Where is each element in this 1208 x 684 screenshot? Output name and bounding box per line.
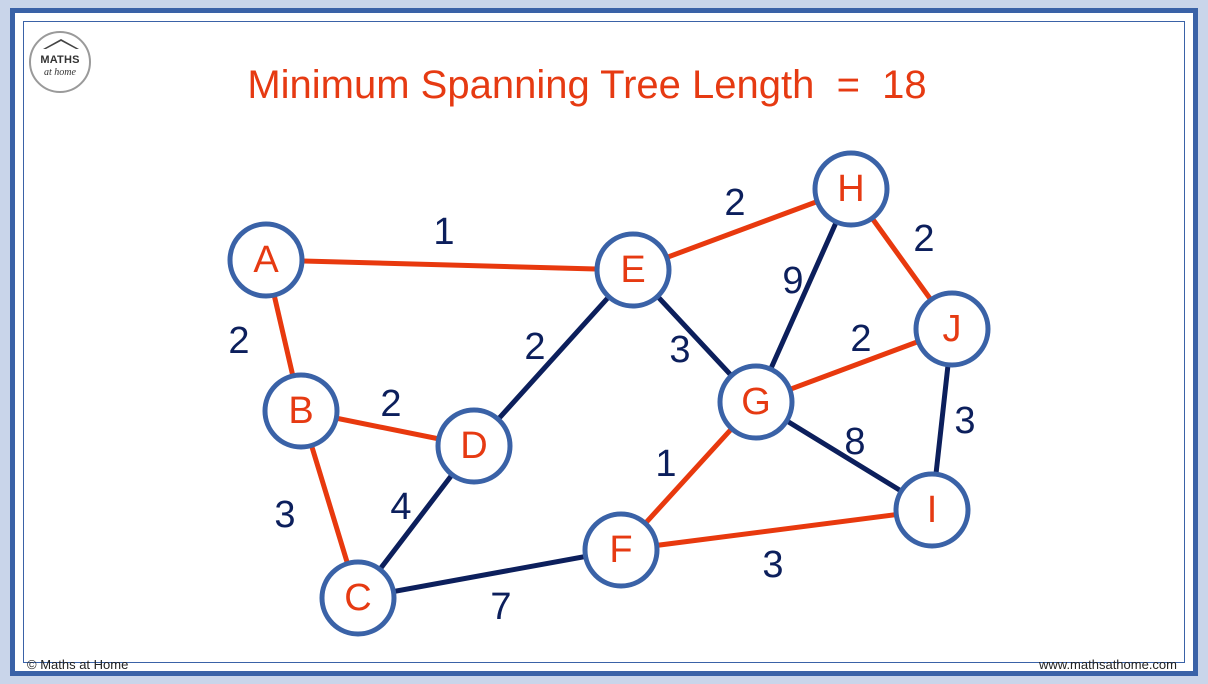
node-circle-a (227, 221, 305, 299)
node-circle-f (582, 511, 660, 589)
edge-weight-a-b: 2 (228, 320, 249, 362)
node-label-c: C (344, 577, 371, 619)
edge-weight-c-d: 4 (390, 486, 411, 528)
node-g: G (717, 363, 795, 441)
edge-weight-a-e: 1 (433, 211, 454, 253)
edge-d-e (471, 267, 636, 449)
node-c: C (319, 559, 397, 637)
node-circle-g (717, 363, 795, 441)
node-label-b: B (288, 390, 313, 432)
house-roof-icon (43, 39, 79, 49)
node-i: I (893, 471, 971, 549)
edge-weight-c-f: 7 (490, 586, 511, 628)
edge-weight-b-c: 3 (274, 494, 295, 536)
node-circle-b (262, 372, 340, 450)
edge-e-h (630, 186, 854, 273)
slide-frame: MATHS at home Minimum Spanning Tree Leng… (10, 8, 1198, 676)
node-e: E (594, 231, 672, 309)
node-label-i: I (927, 489, 938, 531)
node-label-a: A (253, 239, 279, 281)
node-label-d: D (460, 425, 487, 467)
edge-f-i (618, 507, 935, 553)
node-circle-j (913, 290, 991, 368)
node-d: D (435, 407, 513, 485)
logo-line2: at home (44, 67, 76, 78)
edge-weight-f-g: 1 (655, 443, 676, 485)
node-j: J (913, 290, 991, 368)
copyright-text: © Maths at Home (27, 657, 129, 672)
edge-weight-f-i: 3 (762, 544, 783, 586)
edge-g-h (753, 186, 854, 405)
edge-weight-e-g: 3 (669, 329, 690, 371)
logo-line1: MATHS (40, 54, 80, 66)
edge-weight-d-e: 2 (524, 326, 545, 368)
node-h: H (812, 150, 890, 228)
node-label-h: H (837, 168, 864, 210)
node-circle-i (893, 471, 971, 549)
edge-weight-g-j: 2 (850, 318, 871, 360)
node-f: F (582, 511, 660, 589)
node-circle-h (812, 150, 890, 228)
edge-weight-g-h: 9 (782, 260, 803, 302)
node-circle-d (435, 407, 513, 485)
node-a: A (227, 221, 305, 299)
edge-weight-h-j: 2 (913, 218, 934, 260)
node-label-e: E (620, 249, 645, 291)
edge-weight-e-h: 2 (724, 182, 745, 224)
node-label-f: F (609, 529, 632, 571)
edge-weight-j-i: 3 (954, 400, 975, 442)
edge-a-e (263, 257, 636, 273)
node-label-j: J (943, 308, 962, 350)
edge-weight-b-d: 2 (380, 383, 401, 425)
slide-inner-border (23, 21, 1185, 663)
node-label-g: G (741, 381, 771, 423)
edge-weight-g-i: 8 (844, 421, 865, 463)
node-b: B (262, 372, 340, 450)
maths-at-home-logo: MATHS at home (29, 31, 91, 93)
edge-c-f (355, 547, 624, 601)
page-title: Minimum Spanning Tree Length = 18 (247, 63, 927, 107)
website-url: www.mathsathome.com (1039, 657, 1177, 672)
node-circle-c (319, 559, 397, 637)
node-circle-e (594, 231, 672, 309)
